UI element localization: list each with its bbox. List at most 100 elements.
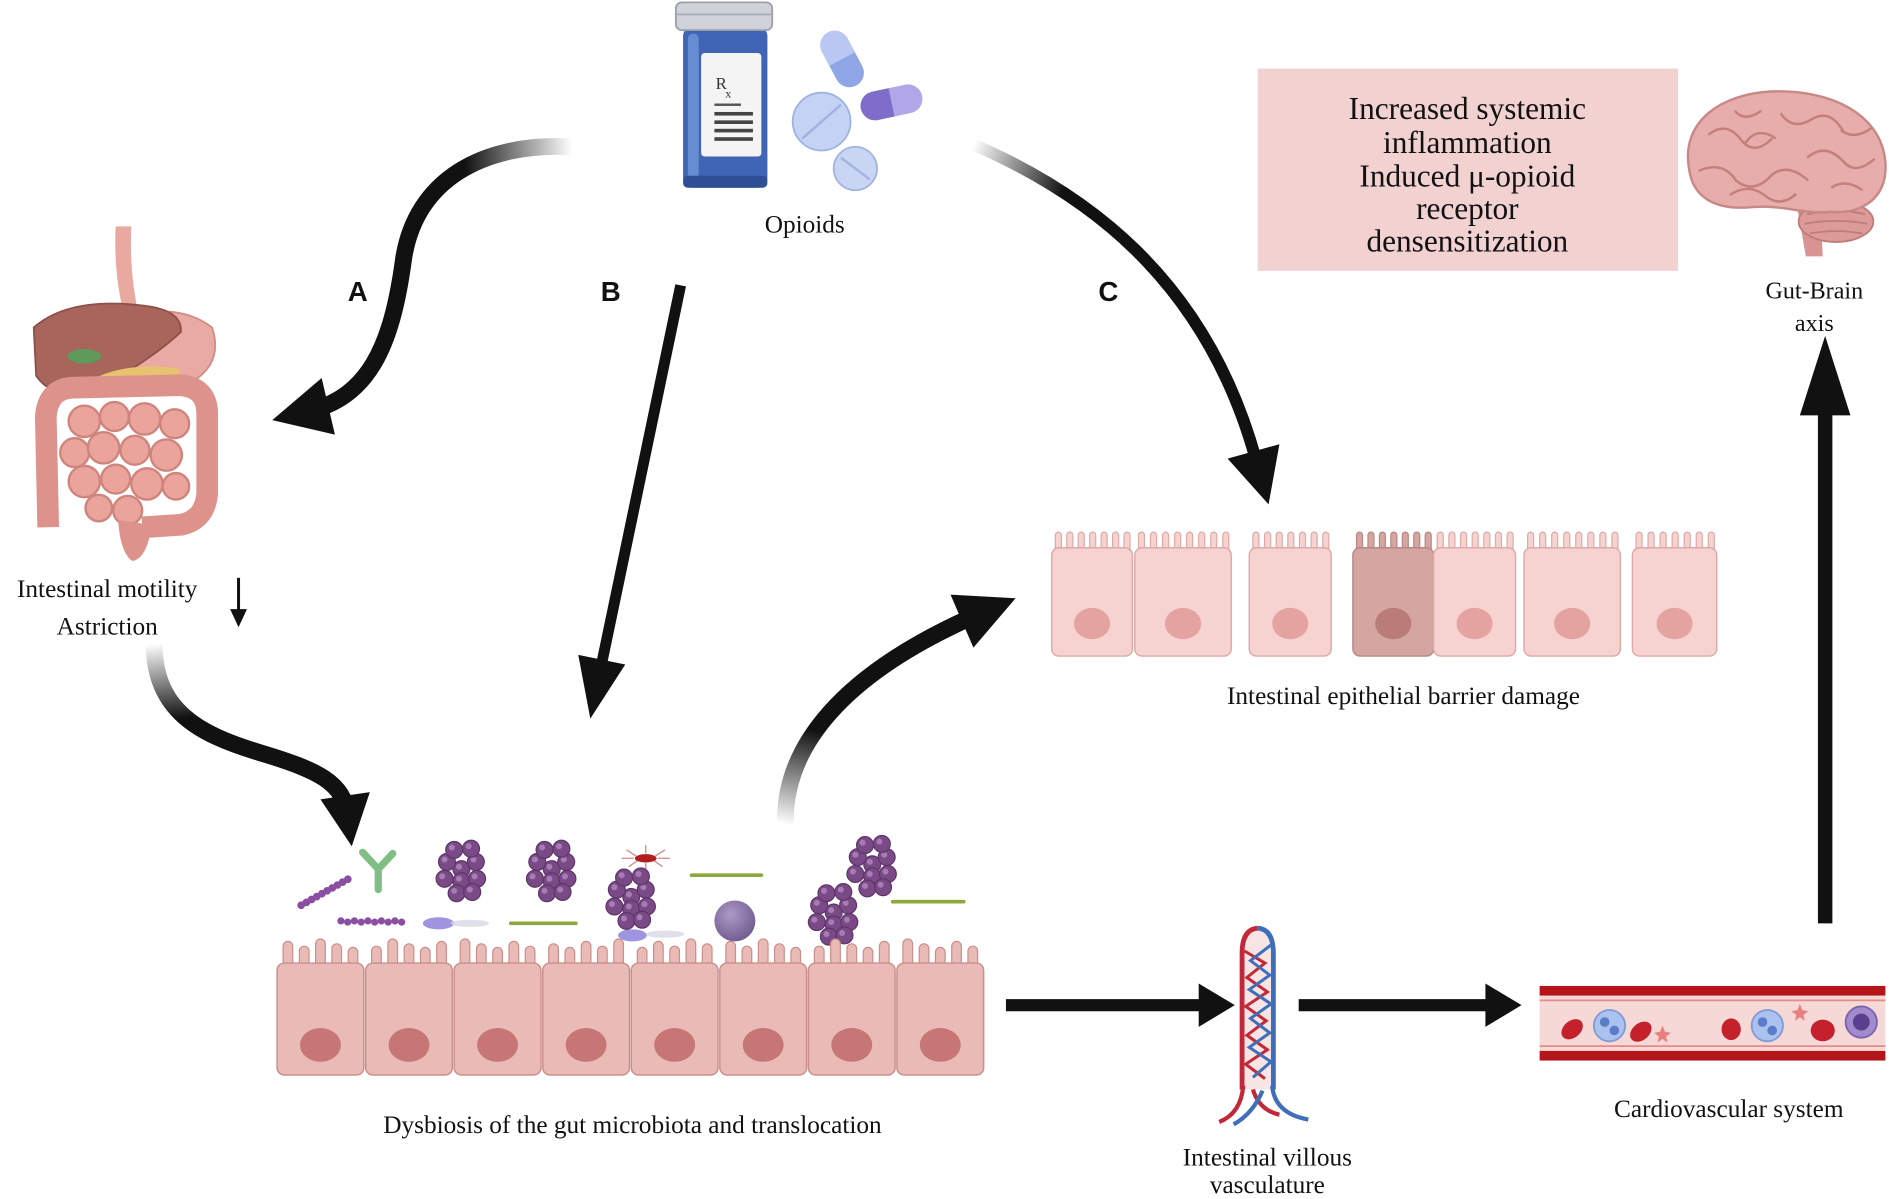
cell-nucleus — [654, 1028, 696, 1062]
cell-body — [1352, 547, 1435, 657]
label-line — [714, 137, 753, 141]
bacteria-cluster — [846, 834, 897, 898]
white-blood-cell — [1750, 1009, 1784, 1043]
inflammation-line-5: densensitization — [1366, 224, 1568, 259]
rx-letter-x: x — [725, 87, 731, 101]
arrow-vessel-to-brain — [1799, 335, 1851, 924]
epithelial-cell — [1523, 531, 1622, 657]
inflammation-line-1: Increased systemic — [1349, 91, 1586, 126]
motility-label-line-1: Intestinal motility — [17, 575, 198, 603]
damaged-epithelial-cell — [1352, 531, 1435, 657]
epithelial-cell — [1631, 531, 1718, 657]
bacteria-cluster — [605, 867, 656, 930]
vessel-wall-top — [1539, 985, 1886, 996]
red-blood-cell — [1810, 1019, 1835, 1042]
cell-body — [1523, 547, 1622, 657]
dysbiosis-label: Dysbiosis of the gut microbiota and tran… — [383, 1111, 882, 1139]
gut-brain-label-line-1: Gut-Brain — [1765, 279, 1863, 305]
green-y-bacterium — [359, 848, 397, 894]
cell-body — [1248, 547, 1332, 657]
red-blood-cell — [1721, 1018, 1741, 1041]
brain-gyri — [1698, 109, 1876, 203]
platelet — [1791, 1003, 1809, 1021]
inflammation-line-2: inflammation — [1383, 125, 1552, 160]
epithelial-cell — [719, 938, 808, 1076]
villus-label-line-2: vasculature — [1210, 1171, 1325, 1199]
cell-body — [364, 962, 454, 1076]
esophagus — [115, 226, 140, 321]
blood-vessel-icon — [1539, 985, 1886, 1061]
purple-capsule — [860, 84, 923, 121]
inflammation-box — [1257, 68, 1679, 271]
opioids-label: Opioids — [765, 210, 845, 238]
arrow-motility-to-microbiota — [145, 643, 370, 847]
villus-label-line-1: Intestinal villous — [1183, 1143, 1352, 1171]
villus-venule — [1257, 925, 1276, 1090]
epithelial-cells-icon — [1050, 531, 1718, 657]
decrease-arrow-icon — [230, 577, 247, 628]
cell-nucleus — [1456, 607, 1493, 640]
platelet — [1654, 1025, 1671, 1043]
gallbladder — [67, 349, 102, 364]
pathway-label-b: B — [601, 276, 621, 307]
inflammation-line-4: receptor — [1416, 191, 1519, 226]
villus-capillary-blue — [1246, 943, 1274, 1079]
lavender-rod-bacterium — [422, 917, 490, 930]
cell-body — [630, 962, 719, 1076]
bacteria-cluster — [525, 839, 577, 903]
epithelial-cell — [1248, 531, 1332, 657]
arrow-epithelium-to-villus — [1005, 983, 1235, 1027]
villus-vasculature-icon — [1218, 925, 1309, 1127]
bacteria-cluster — [435, 839, 487, 903]
arrow-villus-to-vessel — [1298, 983, 1522, 1027]
epithelial-cell — [1050, 531, 1134, 657]
cell-nucleus — [1074, 607, 1111, 640]
label-line — [714, 128, 753, 133]
bottle-base — [683, 175, 768, 188]
epithelial-cell — [453, 938, 542, 1076]
arrow-c — [971, 138, 1280, 505]
coccus-chain-bacterium — [297, 875, 352, 910]
cardiovascular-label: Cardiovascular system — [1614, 1095, 1844, 1123]
cell-nucleus — [1554, 607, 1591, 640]
small-intestine — [59, 400, 191, 527]
cell-nucleus — [1272, 607, 1309, 640]
cell-nucleus — [831, 1028, 873, 1062]
cell-nucleus — [565, 1028, 607, 1062]
rectum — [118, 520, 152, 561]
cell-body — [276, 962, 365, 1076]
pathway-label-a: A — [348, 276, 368, 307]
cell-nucleus — [1164, 607, 1202, 640]
epithelial-cell — [896, 938, 985, 1076]
vessel-lumen — [1539, 987, 1886, 1060]
cell-body — [1432, 547, 1517, 657]
cell-body — [1134, 547, 1232, 657]
motility-label-line-2: Astriction — [57, 612, 158, 640]
bottle-cap — [674, 1, 774, 31]
bottle-highlight — [687, 33, 699, 179]
cell-nucleus — [919, 1028, 961, 1062]
cell-body — [1050, 547, 1134, 657]
epithelial-cell — [807, 938, 896, 1076]
cell-body — [807, 962, 896, 1076]
intestinal-epithelium — [276, 938, 985, 1076]
cell-body — [1631, 547, 1718, 657]
brain-icon — [1686, 90, 1887, 257]
pathway-label-c: C — [1098, 276, 1118, 307]
arrow-b — [578, 284, 686, 719]
epithelial-cell — [630, 938, 719, 1076]
cell-nucleus — [1656, 607, 1693, 640]
purple-sphere-bacterium — [714, 900, 756, 942]
cell-body — [896, 962, 985, 1076]
epithelial-cell — [276, 938, 365, 1076]
cell-nucleus — [388, 1028, 430, 1062]
cell-body — [542, 962, 631, 1076]
cell-nucleus — [299, 1028, 341, 1062]
arrow-a — [272, 138, 573, 435]
label-line — [714, 111, 753, 116]
white-blood-cell — [1592, 1009, 1627, 1043]
bacteria-cluster — [807, 882, 859, 946]
epithelial-cell — [1432, 531, 1517, 657]
label-line — [714, 103, 741, 106]
